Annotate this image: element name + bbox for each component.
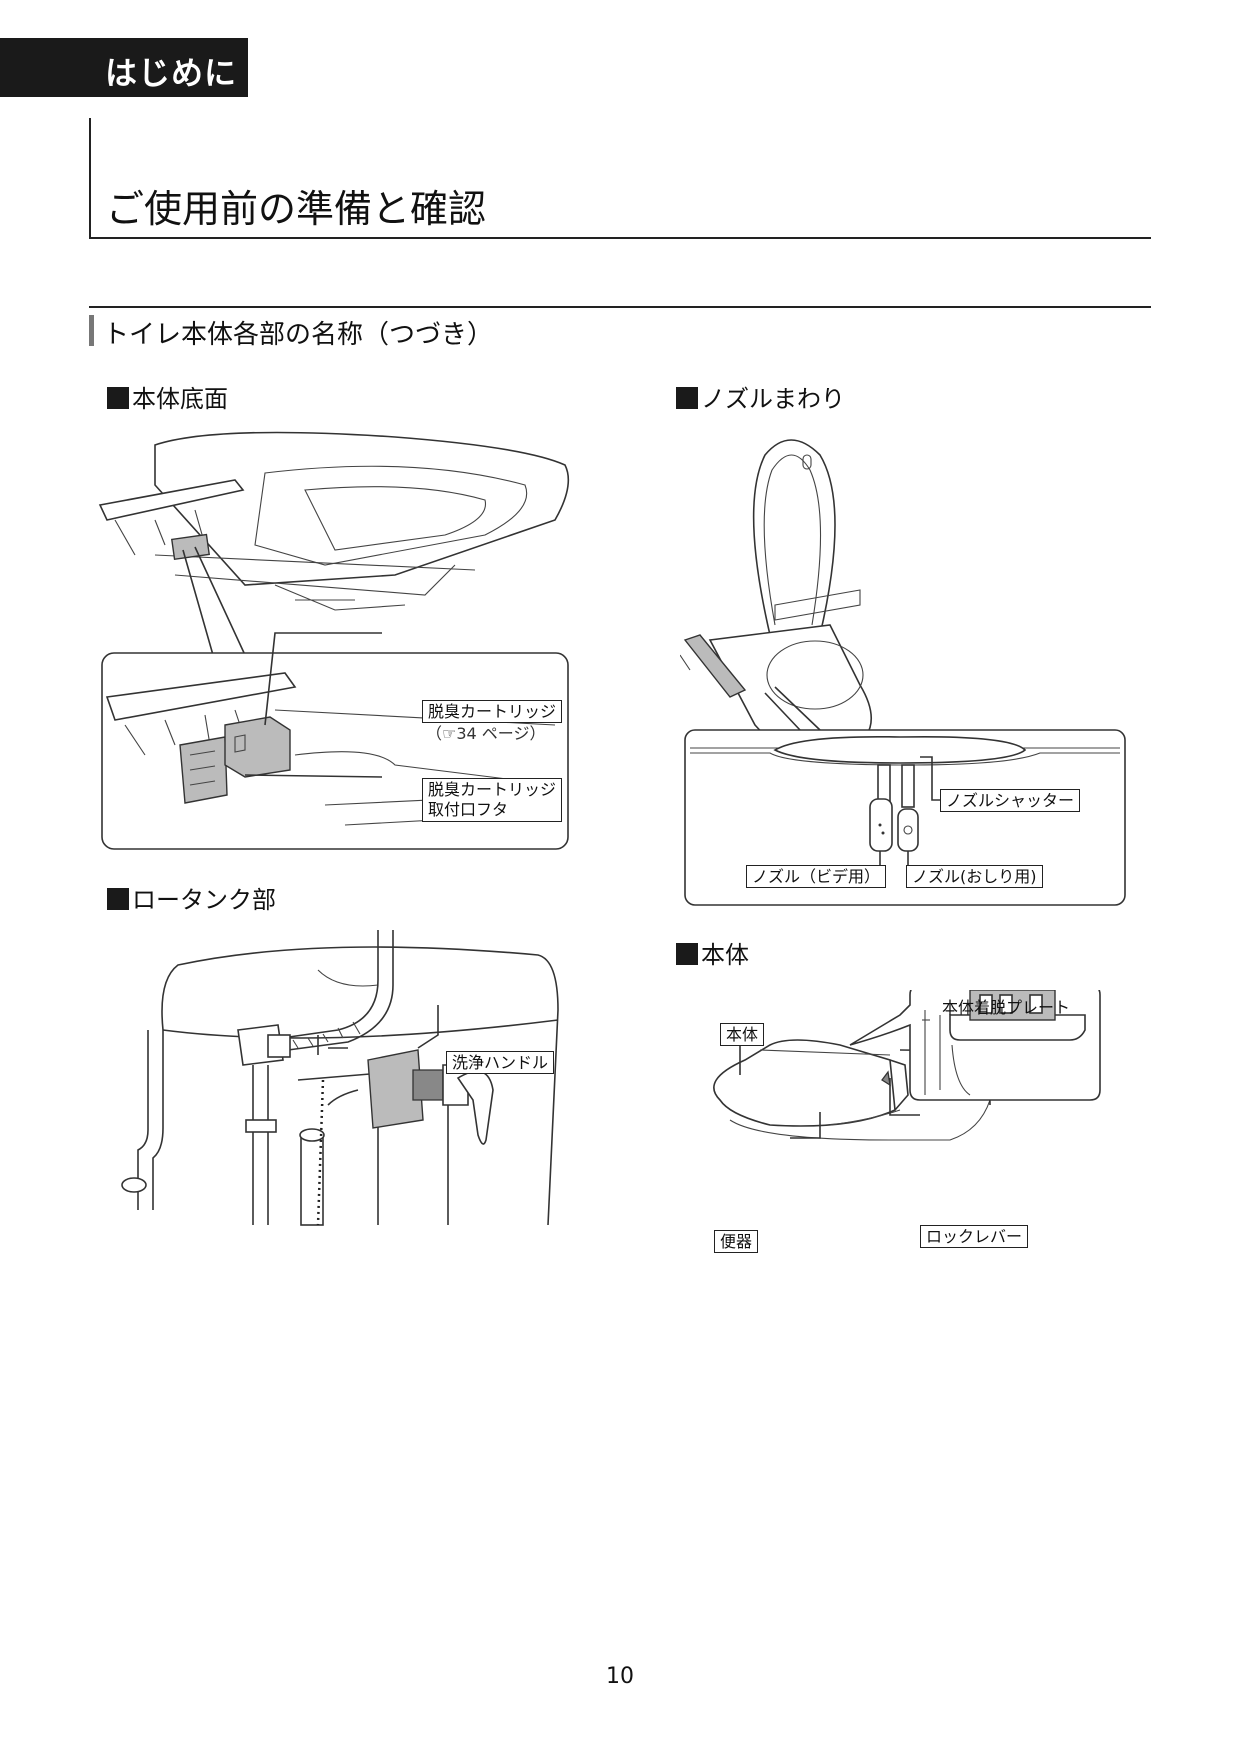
title-rule-horizontal [89, 237, 1151, 239]
body-plate-label: 本体着脱プレート [942, 998, 1071, 1017]
low-tank-illustration [121, 930, 559, 1226]
nozzle-view-heading: ノズルまわり [676, 379, 845, 414]
cartridge-cover-label-line2: 取付口フタ [428, 800, 509, 819]
chapter-tab: はじめに [0, 38, 248, 97]
nozzle-view-illustration [680, 439, 1126, 906]
nozzle-bidet-label: ノズル（ビデ用） [746, 865, 887, 888]
bottom-view-heading: 本体底面 [107, 379, 228, 414]
body-view-heading: 本体 [676, 935, 749, 970]
low-tank-heading: ロータンク部 [107, 880, 276, 915]
section-marker [89, 315, 94, 346]
title-rule-vertical [89, 118, 91, 238]
chapter-tab-label: はじめに [105, 54, 238, 92]
nozzle-oshiri-label: ノズル(おしり用) [906, 865, 1043, 888]
cartridge-label: 脱臭カートリッジ [422, 700, 563, 723]
section-rule [89, 306, 1151, 308]
body-label: 本体 [720, 1023, 765, 1046]
cartridge-cover-label-line1: 脱臭カートリッジ [428, 780, 557, 799]
bowl-label: 便器 [714, 1230, 759, 1253]
page-title: ご使用前の準備と確認 [106, 187, 487, 231]
section-title: トイレ本体各部の名称（つづき） [103, 320, 494, 350]
lock-lever-label: ロックレバー [920, 1225, 1029, 1248]
flush-handle-label: 洗浄ハンドル [446, 1051, 555, 1074]
cartridge-cover-label: 脱臭カートリッジ 取付口フタ [422, 778, 563, 822]
page-number: 10 [606, 1664, 634, 1689]
body-view-illustration [713, 990, 1101, 1141]
nozzle-shutter-label: ノズルシャッター [940, 789, 1081, 812]
cartridge-ref-text: （☞34 ページ） [426, 724, 546, 743]
